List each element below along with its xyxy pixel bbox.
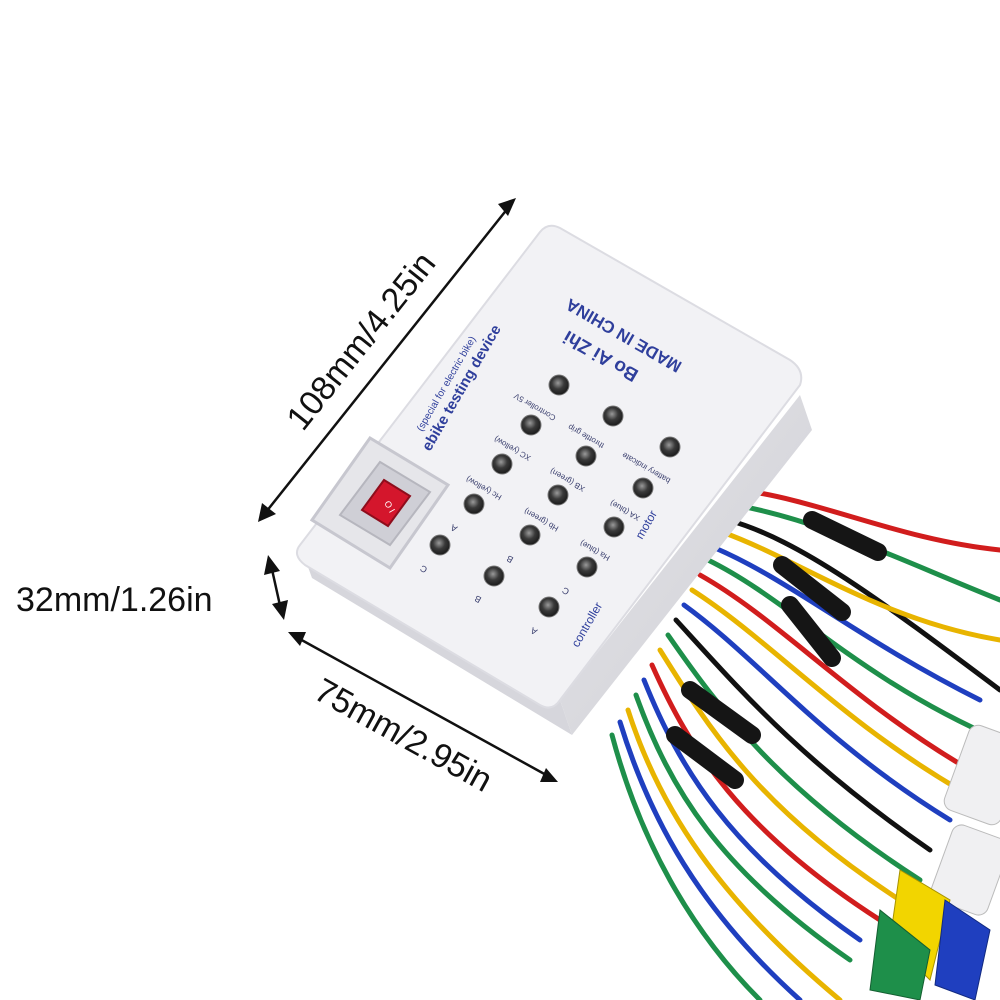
svg-text:A: A bbox=[449, 522, 459, 534]
wire-bundle bbox=[609, 487, 1000, 1000]
width-label: 75mm/2.95in bbox=[308, 671, 498, 800]
svg-text:B: B bbox=[473, 593, 483, 605]
svg-text:B: B bbox=[505, 553, 515, 565]
dimension-height: 32mm/1.26in bbox=[16, 555, 288, 620]
power-switch[interactable]: O I bbox=[309, 435, 451, 571]
svg-text:A: A bbox=[529, 625, 539, 637]
led-b1: B bbox=[505, 524, 541, 565]
svg-text:C: C bbox=[418, 563, 429, 575]
tester-box bbox=[295, 224, 812, 735]
height-label: 32mm/1.26in bbox=[16, 581, 213, 619]
led-a1: A bbox=[449, 493, 485, 534]
heat-shrink-sleeves bbox=[666, 511, 887, 789]
led-a2: A bbox=[529, 596, 560, 637]
svg-text:C: C bbox=[560, 585, 571, 597]
led-c2: C bbox=[418, 534, 451, 575]
led-b2: B bbox=[473, 565, 505, 605]
connectors bbox=[869, 724, 1000, 1000]
led-c1: C bbox=[560, 556, 598, 597]
